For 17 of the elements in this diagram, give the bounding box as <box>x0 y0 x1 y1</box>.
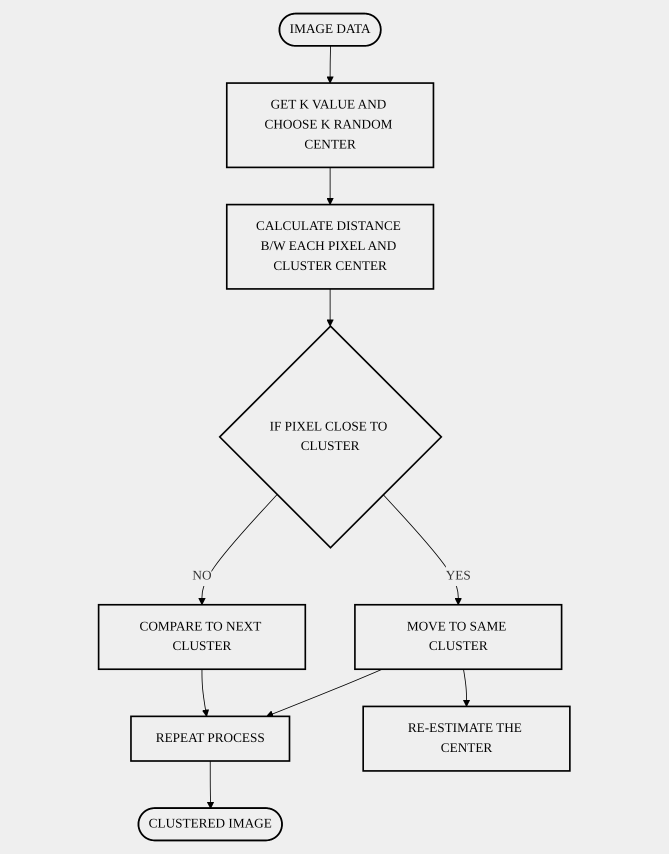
arrow <box>326 166 334 205</box>
node-box: GET K VALUE AND CHOOSE K RANDOM CENTER <box>226 82 435 168</box>
edge-label: YES <box>446 568 472 583</box>
edge-label: NO <box>192 568 212 583</box>
node-box: RE-ESTIMATE THE CENTER <box>362 706 571 772</box>
arrow <box>207 760 214 809</box>
node-box: REPEAT PROCESS <box>130 716 291 762</box>
arrow <box>326 288 334 326</box>
arrow <box>463 668 470 707</box>
arrow <box>326 46 334 84</box>
node-diamond: IF PIXEL CLOSE TO CLUSTER <box>218 324 443 549</box>
arrow <box>202 668 210 717</box>
node-box: MOVE TO SAME CLUSTER <box>354 604 563 670</box>
arrow <box>266 668 383 718</box>
arrow <box>198 494 278 606</box>
node-box: CALCULATE DISTANCE B/W EACH PIXEL AND CLUSTER CENTER <box>226 204 435 290</box>
node-box: COMPARE TO NEXT CLUSTER <box>98 604 306 670</box>
